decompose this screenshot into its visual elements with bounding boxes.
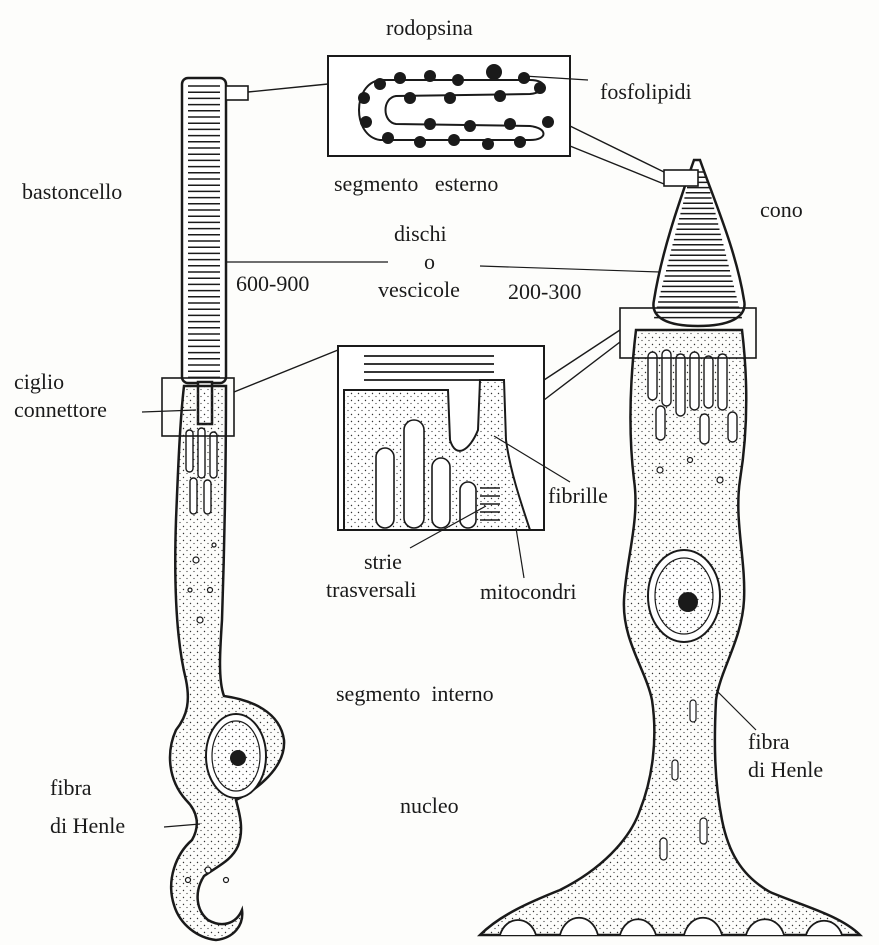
label-rod-count: 600-900 [236,272,309,296]
label-vescicole: vescicole [378,278,460,302]
label-connettore: connettore [14,398,107,422]
rod-cell [170,78,284,940]
label-cone-count: 200-300 [508,280,581,304]
label-dischi: dischi [394,222,447,246]
label-o: o [424,250,435,274]
label-fibrille: fibrille [548,484,608,508]
label-fosfolipidi: fosfolipidi [600,80,692,104]
label-fibra-left: fibra [50,776,92,800]
label-fibra-right: fibra [748,730,790,754]
cone-cell [480,160,860,935]
label-cono: cono [760,198,803,222]
label-di-henle-right: di Henle [748,758,823,782]
label-ciglio: ciglio [14,370,64,394]
label-di-henle-left: di Henle [50,814,125,838]
label-bastoncello: bastoncello [22,180,122,204]
label-rodopsina: rodopsina [386,16,473,40]
membrane-inset [226,56,698,186]
label-nucleo: nucleo [400,794,459,818]
label-mitocondri: mitocondri [480,580,577,604]
label-segmento-interno: segmento interno [336,682,494,706]
label-trasversali: trasversali [326,578,416,602]
label-strie: strie [364,550,402,574]
label-segmento-esterno: segmento esterno [334,172,498,196]
